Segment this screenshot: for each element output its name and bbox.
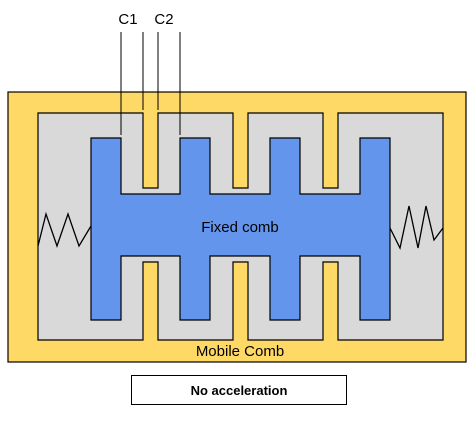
c1-label: C1 xyxy=(118,11,137,28)
fixed-comb xyxy=(90,137,391,321)
fixed-comb-label: Fixed comb xyxy=(201,219,279,236)
right-spring xyxy=(389,205,444,250)
mobile-comb-label: Mobile Comb xyxy=(196,343,284,360)
c2-label: C2 xyxy=(154,11,173,28)
status-text: No acceleration xyxy=(190,382,288,398)
status-box: No acceleration xyxy=(131,375,347,405)
left-spring xyxy=(37,211,92,248)
